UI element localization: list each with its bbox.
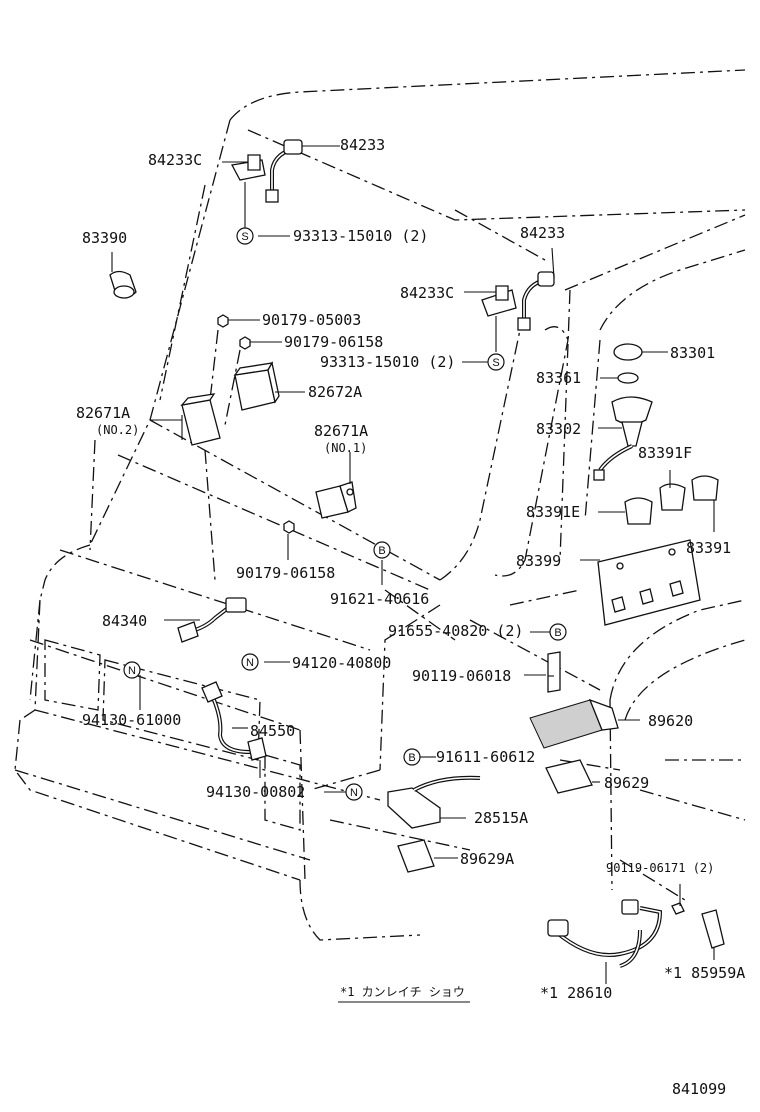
badge-n-94120: N: [241, 653, 259, 671]
sensor-84550: [201, 681, 267, 778]
sensor-assembly-middle: [464, 247, 555, 352]
callout-82671a-no1: 82671A: [314, 422, 368, 440]
callout-91611-60612: 91611-60612: [436, 748, 535, 766]
callout-84233c-middle: 84233C: [400, 284, 454, 302]
callout-84233-middle: 84233: [520, 224, 565, 242]
svg-text:N: N: [128, 665, 136, 677]
badge-b-91621: B: [373, 541, 391, 559]
ignition-parts: [593, 343, 719, 532]
callout-91655-40820: 91655-40820 (2): [388, 622, 523, 640]
sensor-84340: [164, 597, 247, 643]
callout-83391e: 83391E: [526, 503, 580, 521]
callout-28610: *1 28610: [540, 984, 612, 1002]
callout-90179-06158-bottom: 90179-06158: [236, 564, 335, 582]
badge-s-upper: S: [236, 227, 254, 245]
sensor-assembly-upper: [222, 139, 340, 228]
callout-82671a-no2: 82671A: [76, 404, 130, 422]
svg-text:B: B: [554, 627, 561, 639]
callout-94130-61000: 94130-61000: [82, 711, 181, 729]
svg-text:S: S: [492, 357, 499, 369]
callout-89629a: 89629A: [460, 850, 514, 868]
badge-n-94130-00802: N: [345, 783, 363, 801]
module-82672a: [233, 361, 305, 411]
svg-text:N: N: [350, 787, 358, 799]
callout-85959a: *1 85959A: [664, 964, 745, 982]
badge-b-91611: B: [403, 748, 421, 766]
callout-94120-40800: 94120-40800: [292, 654, 391, 672]
callout-83361: 83361: [536, 369, 581, 387]
callout-93313-top: 93313-15010 (2): [293, 227, 428, 245]
callout-84550: 84550: [250, 722, 295, 740]
callout-90179-05003: 90179-05003: [262, 311, 361, 329]
bracket-89629a: [397, 839, 458, 873]
harness-28610: [547, 899, 663, 984]
diagram-code: 841099: [672, 1080, 726, 1098]
callout-82672a: 82672A: [308, 383, 362, 401]
svg-text:S: S: [241, 231, 248, 243]
callout-labels: 84233 84233C 93313-15010 (2) 83390 84233…: [76, 136, 745, 1002]
clip-85959a: [671, 884, 725, 960]
svg-text:B: B: [378, 545, 385, 557]
callout-89629: 89629: [604, 774, 649, 792]
bracket-82671a-no2: [150, 393, 221, 446]
callout-91621-40616: 91621-40616: [330, 590, 429, 608]
plug-83390: [109, 252, 137, 299]
callout-83302: 83302: [536, 420, 581, 438]
bracket-89629: [545, 759, 600, 794]
callout-83301: 83301: [670, 344, 715, 362]
callout-90119-06171: 90119-06171 (2): [606, 861, 714, 875]
svg-text:N: N: [246, 657, 254, 669]
badge-b-91655: B: [549, 623, 567, 641]
badge-n-94130-61000: N: [123, 661, 141, 679]
callout-83391: 83391: [686, 539, 731, 557]
callout-82671a-no2-sub: (NO.2): [96, 423, 139, 437]
vehicle-body-outline: [14, 69, 746, 941]
bracket-82671a-no1: [283, 452, 383, 585]
callout-84233-top: 84233: [340, 136, 385, 154]
leader-lines: [139, 235, 550, 793]
callout-94130-00802: 94130-00802: [206, 783, 305, 801]
callout-89620: 89620: [648, 712, 693, 730]
footnote: *1 カンレイチ ショウ: [340, 985, 465, 999]
callout-83399: 83399: [516, 552, 561, 570]
panel-83399: [580, 539, 701, 626]
bracket-28515a: [387, 775, 481, 829]
callout-28515a: 28515A: [474, 809, 528, 827]
callout-84233c-top: 84233C: [148, 151, 202, 169]
callout-90119-06018: 90119-06018: [412, 667, 511, 685]
badge-s-middle: S: [487, 353, 505, 371]
svg-text:B: B: [408, 752, 415, 764]
nuts-upper: [209, 314, 282, 426]
callout-90179-06158-top: 90179-06158: [284, 333, 383, 351]
callout-83391f: 83391F: [638, 444, 692, 462]
callout-83390: 83390: [82, 229, 127, 247]
ecu-89620: [529, 651, 640, 749]
callout-82671a-no1-sub: (NO.1): [324, 441, 367, 455]
callout-93313-middle: 93313-15010 (2): [320, 353, 455, 371]
callout-84340: 84340: [102, 612, 147, 630]
